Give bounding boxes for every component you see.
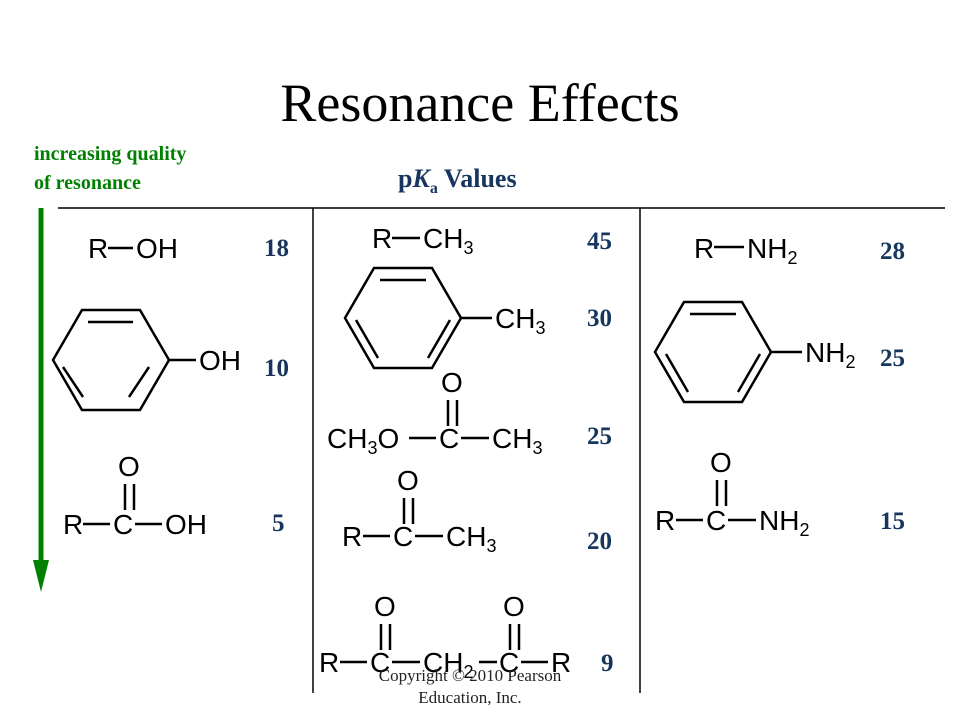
- svg-text:OH: OH: [199, 345, 241, 376]
- svg-text:CH3: CH3: [492, 423, 542, 458]
- svg-text:R: R: [372, 223, 392, 254]
- pka-p: p: [398, 164, 413, 193]
- aniline-structure: NH2: [653, 300, 855, 404]
- amine-structure: R NH2: [694, 233, 797, 268]
- svg-text:C: C: [113, 509, 133, 540]
- svg-text:R: R: [694, 233, 714, 264]
- svg-text:R: R: [63, 509, 83, 540]
- pka-amide: 15: [880, 508, 905, 535]
- svg-text:C: C: [439, 423, 459, 454]
- svg-text:NH2: NH2: [747, 233, 797, 268]
- pka-toluene: 30: [587, 305, 612, 332]
- resonance-arrow: [33, 208, 49, 592]
- svg-text:C: C: [370, 647, 390, 678]
- page-title: Resonance Effects: [280, 73, 680, 133]
- ketone-structure: O R C CH3: [342, 465, 496, 556]
- svg-text:NH2: NH2: [759, 505, 809, 540]
- pka-phenol: 10: [264, 355, 289, 382]
- alkane-structure: R CH3: [372, 223, 473, 258]
- pka-values-word: Values: [437, 164, 517, 193]
- svg-text:R: R: [319, 647, 339, 678]
- svg-text:CH3: CH3: [446, 521, 496, 556]
- carboxylic-acid-structure: O R C OH: [63, 451, 207, 540]
- svg-text:NH2: NH2: [805, 337, 855, 372]
- svg-text:O: O: [118, 451, 140, 482]
- pka-diketone: 9: [601, 650, 614, 677]
- diketone-structure: O O R C CH2 C R: [319, 591, 571, 682]
- copyright-line1: Copyright © 2010 Pearson: [378, 666, 562, 685]
- copyright-notice: Copyright © 2010 Pearson Education, Inc.: [370, 665, 570, 709]
- toluene-structure: CH3: [343, 266, 545, 370]
- svg-text:CH3: CH3: [423, 223, 473, 258]
- copyright-line2: Education, Inc.: [418, 688, 522, 707]
- phenol-structure: OH: [51, 308, 241, 412]
- svg-text:O: O: [374, 591, 396, 622]
- svg-text:O: O: [397, 465, 419, 496]
- svg-text:R: R: [342, 521, 362, 552]
- svg-text:OH: OH: [136, 233, 178, 264]
- pka-amine: 28: [880, 238, 905, 265]
- svg-text:CH3O: CH3O: [327, 423, 399, 458]
- svg-text:C: C: [499, 647, 519, 678]
- resonance-gradient-label: increasing quality of resonance: [34, 140, 186, 198]
- ester-structure: O CH3O C CH3: [327, 367, 542, 458]
- pka-aniline: 25: [880, 345, 905, 372]
- pka-alcohol: 18: [264, 235, 289, 262]
- alcohol-structure: R OH: [88, 233, 178, 264]
- pka-a: a: [429, 180, 438, 198]
- pka-alkane: 45: [587, 228, 612, 255]
- svg-text:R: R: [655, 505, 675, 536]
- pka-K: K: [412, 164, 430, 193]
- svg-text:C: C: [706, 505, 726, 536]
- gradient-label-line1: increasing quality: [34, 143, 187, 165]
- pka-ketone: 20: [587, 528, 612, 555]
- svg-text:CH2: CH2: [423, 647, 473, 682]
- pka-values-header: pKa Values: [398, 164, 517, 198]
- svg-text:OH: OH: [165, 509, 207, 540]
- gradient-label-line2: of resonance: [34, 172, 141, 194]
- svg-text:O: O: [503, 591, 525, 622]
- svg-text:R: R: [88, 233, 108, 264]
- svg-text:CH3: CH3: [495, 303, 545, 338]
- pka-carboxylic-acid: 5: [272, 510, 285, 537]
- svg-text:O: O: [441, 367, 463, 398]
- svg-text:O: O: [710, 447, 732, 478]
- svg-text:C: C: [393, 521, 413, 552]
- pka-ester: 25: [587, 423, 612, 450]
- amide-structure: O R C NH2: [655, 447, 809, 540]
- svg-text:R: R: [551, 647, 571, 678]
